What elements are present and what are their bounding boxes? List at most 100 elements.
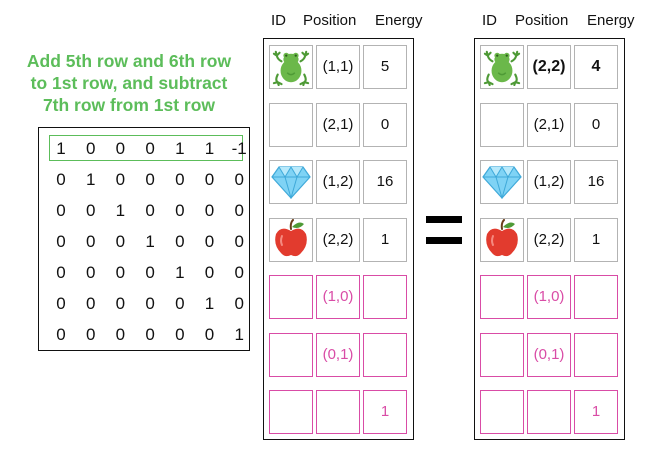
matrix-cell: 0 bbox=[175, 294, 185, 313]
energy-cell bbox=[363, 332, 407, 377]
header-position: Position bbox=[303, 12, 357, 29]
diamond-icon bbox=[481, 165, 522, 200]
position-value: (0,1) bbox=[533, 345, 565, 363]
position-cell bbox=[316, 390, 360, 434]
position-cell: (2,1) bbox=[316, 102, 360, 147]
energy-value: 4 bbox=[591, 58, 601, 75]
instruction-caption: Add 5th row and 6th row to 1st row, and … bbox=[0, 50, 258, 116]
matrix-cell: 0 bbox=[204, 201, 215, 220]
position-cell: (1,0) bbox=[316, 275, 360, 319]
position-value: (1,1) bbox=[322, 58, 354, 75]
matrix-cell: 1 bbox=[56, 139, 66, 158]
position-value: (2,2) bbox=[533, 230, 565, 248]
energy-cell bbox=[574, 275, 618, 319]
matrix-cell: -1 bbox=[231, 139, 247, 158]
energy-cell: 0 bbox=[363, 102, 407, 147]
position-cell: (2,2) bbox=[316, 217, 360, 262]
matrix-cell: 1 bbox=[204, 294, 215, 313]
id-cell bbox=[480, 45, 524, 89]
matrix-cell: 0 bbox=[115, 263, 126, 282]
matrix-cell: 0 bbox=[85, 325, 96, 344]
highlighted-first-row bbox=[49, 135, 243, 161]
matrix-cell: 0 bbox=[204, 170, 215, 189]
matrix-cell: 0 bbox=[85, 232, 96, 251]
matrix-cell: 1 bbox=[175, 263, 185, 282]
matrix-cell: 0 bbox=[175, 201, 185, 220]
position-value: (1,2) bbox=[533, 173, 565, 190]
energy-value: 16 bbox=[376, 173, 394, 190]
position-value: (2,2) bbox=[532, 58, 566, 75]
matrix-cell: 0 bbox=[115, 294, 126, 313]
id-cell bbox=[269, 160, 313, 204]
position-value: (2,1) bbox=[533, 115, 565, 133]
matrix-cell: 0 bbox=[56, 201, 66, 220]
matrix-cell: 0 bbox=[85, 294, 96, 313]
energy-value: 5 bbox=[380, 58, 390, 75]
equals-sign bbox=[426, 216, 462, 246]
matrix-cell: 1 bbox=[175, 139, 185, 158]
id-cell bbox=[480, 275, 524, 319]
matrix-cell: 0 bbox=[145, 325, 155, 344]
position-value: (1,0) bbox=[533, 288, 565, 305]
matrix-cell: 0 bbox=[115, 232, 126, 251]
apple-icon bbox=[273, 219, 309, 259]
matrix-cell: 0 bbox=[234, 201, 244, 220]
matrix-cell: 0 bbox=[175, 170, 185, 189]
apple-icon bbox=[484, 219, 520, 259]
id-cell bbox=[480, 160, 524, 204]
frog-icon bbox=[483, 48, 521, 86]
matrix-cell: 0 bbox=[234, 294, 244, 313]
matrix-cell: 0 bbox=[145, 201, 155, 220]
id-cell bbox=[480, 332, 524, 377]
matrix-cell: 0 bbox=[204, 263, 215, 282]
matrix-cell: 0 bbox=[56, 170, 66, 189]
energy-cell bbox=[574, 332, 618, 377]
energy-cell: 5 bbox=[363, 45, 407, 89]
header-position-result: Position bbox=[515, 12, 569, 29]
energy-value: 1 bbox=[591, 230, 601, 248]
matrix-cell: 1 bbox=[234, 325, 244, 344]
id-cell bbox=[269, 275, 313, 319]
matrix-cell: 0 bbox=[145, 294, 155, 313]
id-cell bbox=[480, 217, 524, 262]
position-value: (2,2) bbox=[322, 230, 354, 248]
caption-line-1: Add 5th row and 6th row bbox=[26, 51, 232, 71]
position-cell: (2,2) bbox=[527, 45, 571, 89]
matrix-cell: 0 bbox=[115, 325, 126, 344]
matrix-cell: 0 bbox=[85, 139, 96, 158]
id-cell bbox=[480, 390, 524, 434]
position-cell: (1,2) bbox=[527, 160, 571, 204]
position-cell: (0,1) bbox=[527, 332, 571, 377]
diamond-icon bbox=[270, 165, 311, 200]
state-table-after: (2,2)4(2,1)0 (1,2)16 (2,2)1(1,0)(0,1)1 bbox=[474, 38, 625, 440]
matrix-cell: 0 bbox=[85, 201, 96, 220]
energy-cell: 1 bbox=[574, 217, 618, 262]
position-value: (1,2) bbox=[322, 173, 354, 190]
energy-value: 1 bbox=[380, 230, 390, 248]
energy-value: 0 bbox=[380, 115, 390, 133]
energy-cell: 16 bbox=[574, 160, 618, 204]
id-cell bbox=[269, 45, 313, 89]
id-cell bbox=[480, 102, 524, 147]
state-table-before: (1,1) 5 (2,1) 0 (1,2) 16 (2,2) 1 (1,0) (0,1) 1 bbox=[263, 38, 414, 440]
matrix-cell: 0 bbox=[115, 170, 126, 189]
position-value: (0,1) bbox=[322, 345, 354, 363]
matrix-cell: 0 bbox=[115, 139, 126, 158]
matrix-cell: 1 bbox=[145, 232, 155, 251]
matrix-cell: 0 bbox=[175, 232, 185, 251]
matrix-cell: 0 bbox=[56, 263, 66, 282]
energy-cell: 0 bbox=[574, 102, 618, 147]
position-cell: (1,0) bbox=[527, 275, 571, 319]
position-cell bbox=[527, 390, 571, 434]
matrix-cell: 0 bbox=[234, 232, 244, 251]
energy-value: 1 bbox=[380, 403, 390, 420]
energy-cell: 4 bbox=[574, 45, 618, 89]
energy-cell: 1 bbox=[363, 390, 407, 434]
energy-value: 16 bbox=[587, 173, 605, 190]
position-cell: (2,1) bbox=[527, 102, 571, 147]
header-id: ID bbox=[271, 12, 286, 29]
matrix-cell: 1 bbox=[115, 201, 126, 220]
position-cell: (2,2) bbox=[527, 217, 571, 262]
header-energy: Energy bbox=[375, 12, 423, 29]
position-cell: (1,2) bbox=[316, 160, 360, 204]
